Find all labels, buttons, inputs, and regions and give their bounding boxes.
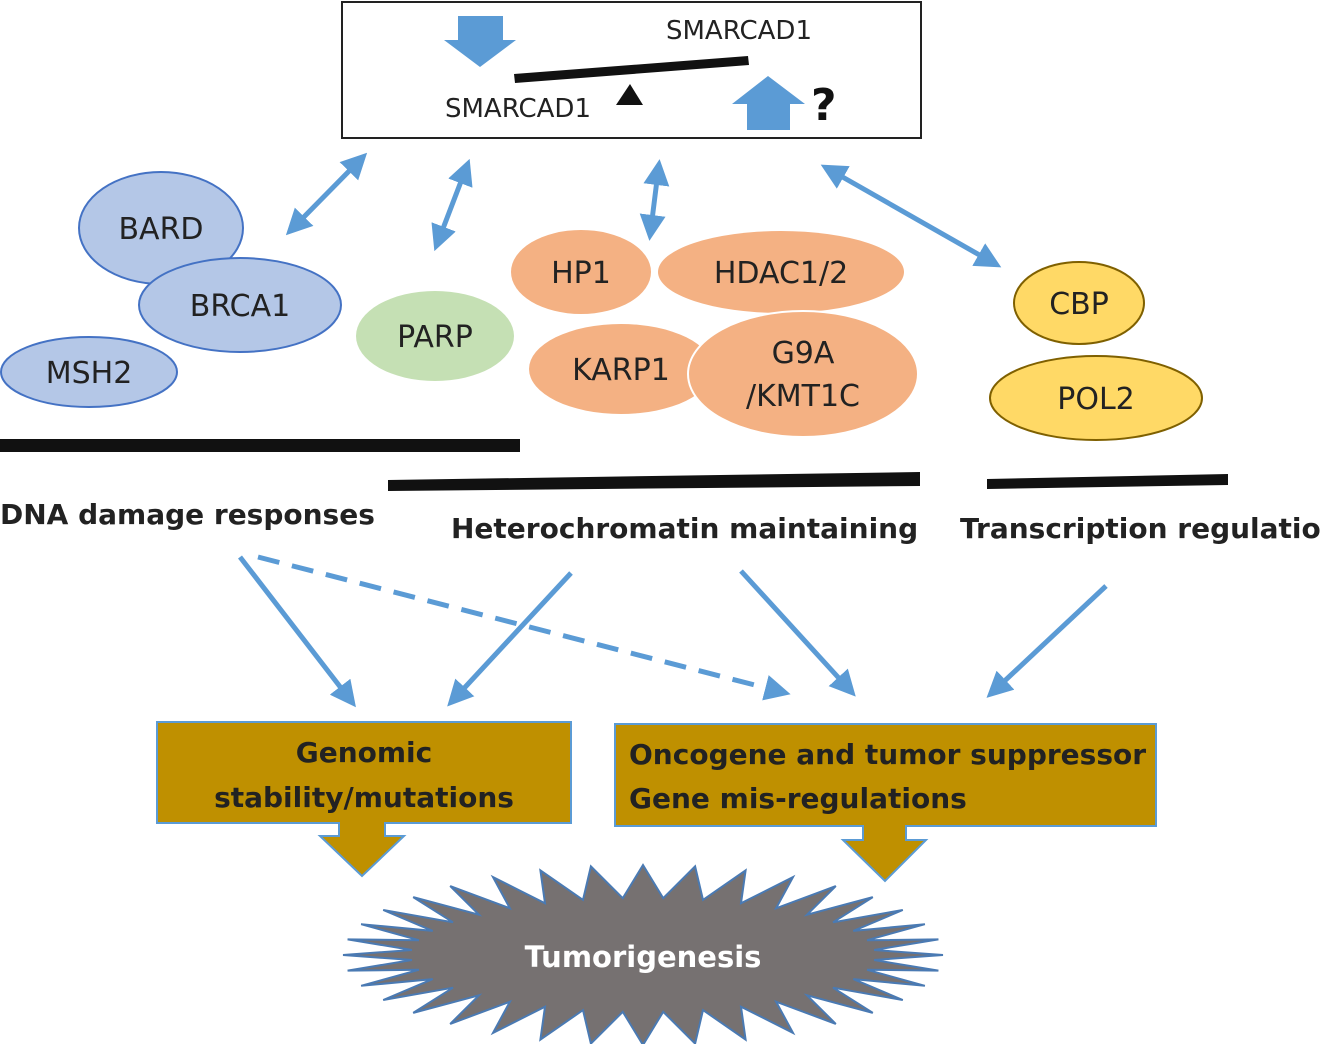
cbp-label: CBP	[1049, 287, 1109, 322]
down-arrow-icon	[444, 16, 516, 67]
heterochromatin-to-oncogene-arrow	[739, 569, 856, 697]
pol2-label: POL2	[1057, 382, 1135, 417]
parp-protein: PARP	[356, 291, 514, 381]
dna-damage-section-label: DNA damage responses	[0, 498, 375, 531]
heterochromatin-proteins: HP1 HDAC1/2 KARP1 G9A /KMT1C	[511, 230, 919, 438]
transcription-to-oncogene-arrow	[986, 584, 1108, 698]
genomic-outcome-line2: stability/mutations	[214, 781, 514, 814]
tumorigenesis-label: Tumorigenesis	[525, 940, 762, 974]
tumorigenesis-starburst	[342, 863, 944, 1044]
dna-damage-to-oncogene-dashed-arrow	[257, 554, 791, 701]
question-mark: ?	[811, 80, 837, 131]
transcription-interaction-arrow	[820, 164, 1002, 268]
parp-interaction-arrow	[431, 158, 473, 252]
balance-beam	[514, 56, 749, 83]
oncogene-outcome-line1: Oncogene and tumor suppressor	[629, 738, 1146, 771]
parp-node	[356, 291, 514, 381]
heterochromatin-section-label: Heterochromatin maintaining	[451, 512, 918, 545]
smarcad1-low-label: SMARCAD1	[445, 94, 591, 124]
smarcad1-balance-box: SMARCAD1 SMARCAD1 ?	[341, 1, 922, 139]
parp-label: PARP	[397, 320, 473, 355]
hp1-node	[511, 230, 651, 314]
transcription-divider	[987, 474, 1228, 489]
karp1-node	[529, 324, 713, 414]
cbp-node	[1013, 261, 1145, 345]
g9a-label-line1: G9A	[772, 336, 835, 371]
hp1-label: HP1	[551, 256, 611, 291]
genomic-outcome-box	[156, 721, 572, 878]
triangle-fulcrum-icon	[616, 84, 643, 105]
brca1-label: BRCA1	[190, 289, 291, 324]
tumorigenesis-outcome: Tumorigenesis	[342, 863, 944, 1044]
dna-damage-proteins: BARD BRCA1 MSH2	[0, 171, 342, 408]
hdac-label: HDAC1/2	[714, 256, 848, 291]
heterochromatin-divider	[388, 472, 920, 491]
genomic-outcome-line1: Genomic	[296, 736, 433, 769]
up-arrow-icon	[732, 76, 805, 130]
heterochromatin-to-genomic-arrow	[447, 571, 573, 707]
smarcad1-high-label: SMARCAD1	[666, 16, 812, 46]
brca1-node	[138, 257, 342, 353]
msh2-node	[0, 336, 178, 408]
oncogene-outcome-box	[614, 723, 1157, 883]
section-dividers	[0, 439, 1228, 491]
genomic-stability-outcome: Genomic stability/mutations	[156, 721, 572, 878]
effect-arrows	[238, 554, 1108, 708]
g9a-node	[687, 310, 919, 438]
dna-damage-to-genomic-arrow	[238, 555, 356, 708]
oncogene-outcome-line2: Gene mis-regulations	[629, 782, 967, 815]
interaction-arrows	[285, 152, 1002, 268]
hdac-node	[658, 231, 904, 313]
oncogene-outcome: Oncogene and tumor suppressor Gene mis-r…	[614, 723, 1157, 883]
transcription-proteins: CBP POL2	[989, 261, 1203, 441]
karp1-label: KARP1	[572, 353, 670, 388]
dna-damage-interaction-arrow	[285, 152, 368, 236]
transcription-section-label: Transcription regulation	[960, 512, 1323, 545]
msh2-label: MSH2	[46, 356, 133, 391]
heterochromatin-interaction-arrow	[639, 159, 670, 241]
bard-label: BARD	[118, 212, 203, 247]
pol2-node	[989, 355, 1203, 441]
g9a-label-line2: /KMT1C	[746, 379, 860, 414]
dna-damage-divider	[0, 439, 520, 452]
